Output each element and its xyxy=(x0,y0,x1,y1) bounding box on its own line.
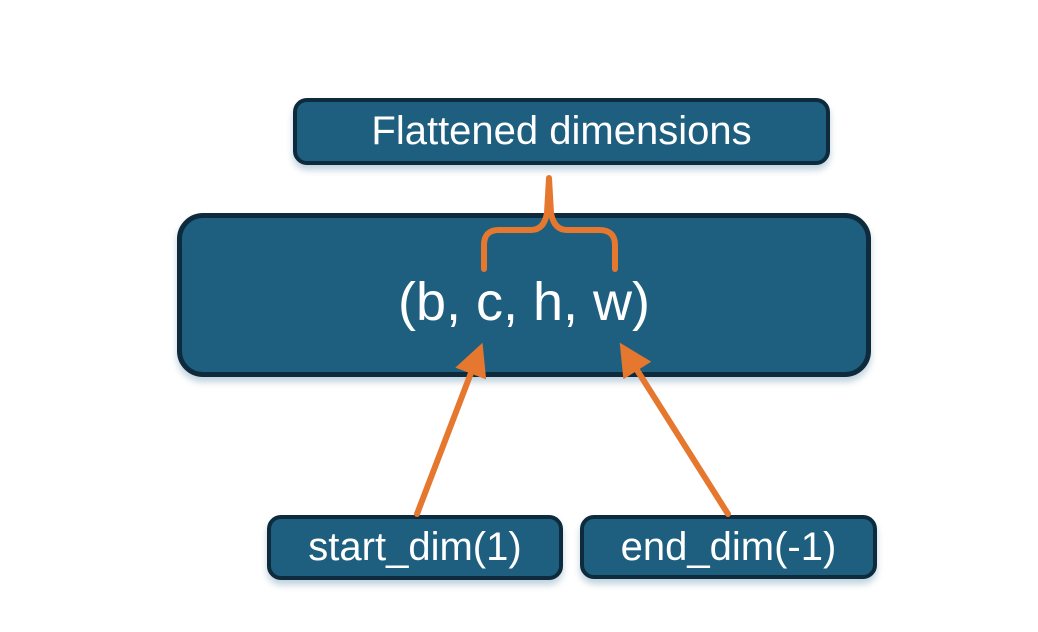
start-dim-label: start_dim(1) xyxy=(308,525,522,569)
end-dim-box: end_dim(-1) xyxy=(580,515,877,579)
flattened-dimensions-label: Flattened dimensions xyxy=(371,109,752,153)
tensor-shape-label: (b, c, h, w) xyxy=(397,272,651,332)
flattened-dimensions-box: Flattened dimensions xyxy=(293,98,830,165)
tensor-shape-box: (b, c, h, w) xyxy=(177,213,871,377)
start-dim-box: start_dim(1) xyxy=(267,515,563,580)
end-dim-label: end_dim(-1) xyxy=(620,524,837,569)
